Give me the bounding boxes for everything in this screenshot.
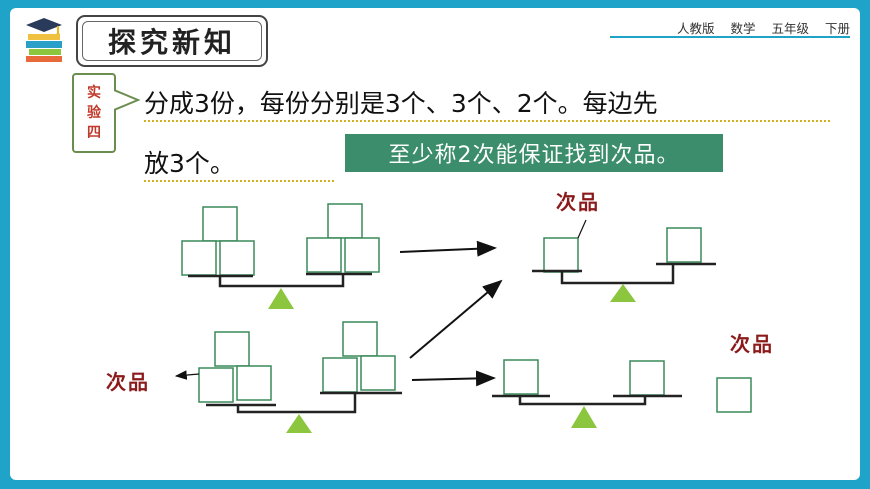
volume-label: 下册 (824, 21, 850, 36)
section-title-box: 探究新知 (76, 15, 268, 67)
books-logo-icon (26, 18, 62, 62)
tag-pointer-icon (114, 89, 141, 111)
experiment-tag: 实 验 四 (72, 73, 116, 153)
label-pointers (174, 219, 587, 380)
experiment-tag-char-3: 四 (87, 125, 101, 141)
publisher-label: 人教版 (676, 21, 715, 36)
body-text-1: 分成3份，每份分别是3个、3个、2个。每边先 (144, 89, 658, 118)
experiment-tag-char-1: 实 (87, 85, 101, 101)
conclusion-box: 至少称2次能保证找到次品。 (345, 134, 723, 172)
slide: 探究新知 人教版 数学 五年级 下册 实 验 四 分成3份，每份分别是3个、3个… (10, 8, 860, 480)
boxes (181, 203, 752, 413)
balance-diagram (174, 203, 752, 433)
experiment-tag-char-2: 验 (87, 105, 101, 121)
body-text-line-1: 分成3份，每份分别是3个、3个、2个。每边先 (144, 84, 830, 122)
defective-label-right: 次品 (730, 332, 774, 356)
section-title: 探究新知 (82, 21, 262, 61)
grade-label: 五年级 (771, 21, 809, 36)
beams (188, 262, 716, 414)
subject-label: 数学 (730, 21, 756, 36)
header-underline (610, 36, 850, 38)
defective-label-left: 次品 (106, 370, 150, 394)
course-info: 人教版 数学 五年级 下册 (677, 18, 850, 37)
arrows (399, 240, 503, 387)
body-text-line-2: 放3个。 (144, 144, 334, 182)
fulcrum-triangles (268, 284, 636, 433)
body-text-2: 放3个。 (144, 149, 235, 178)
defective-label-top: 次品 (556, 190, 600, 214)
